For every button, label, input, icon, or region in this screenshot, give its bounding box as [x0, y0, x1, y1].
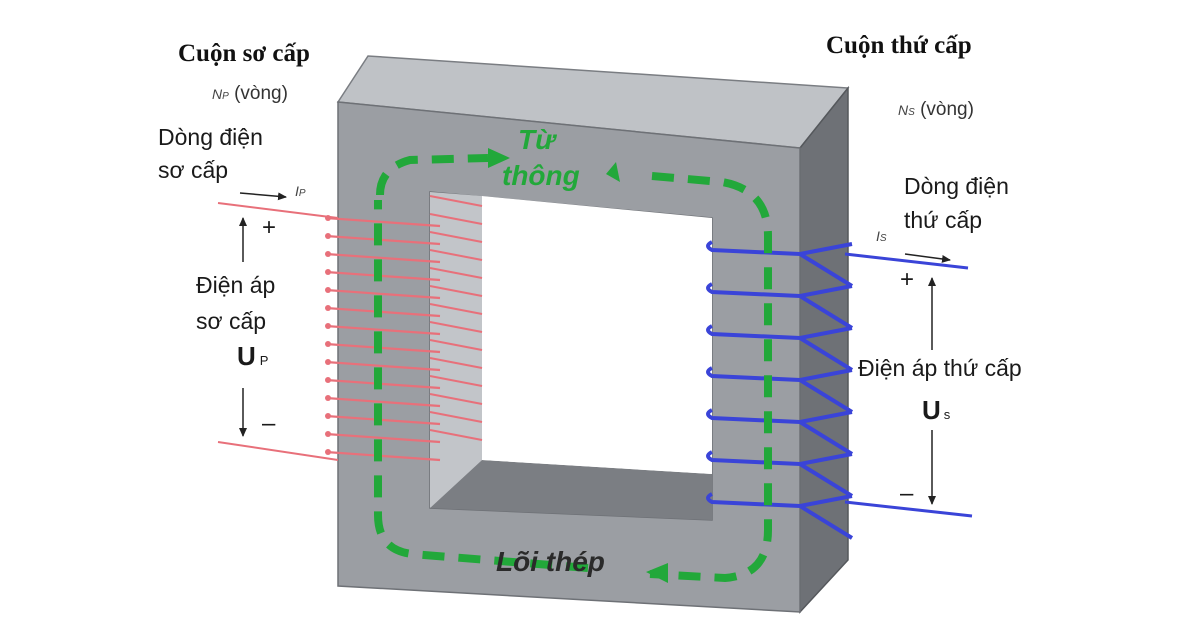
secondary-winding-turn: [706, 492, 854, 540]
primary-winding: [325, 195, 483, 462]
secondary-coil-title: Cuộn thứ cấp: [826, 32, 972, 59]
secondary-winding-turn: [706, 408, 854, 456]
primary-coil-title: Cuộn sơ cấp: [178, 40, 310, 67]
primary-minus-sign: –: [262, 410, 276, 437]
primary-winding-turn: [325, 378, 441, 390]
primary-winding-back-turn: [429, 411, 483, 423]
secondary-current-symbol: IS: [876, 228, 887, 244]
secondary-voltage-label: Điện áp thứ cấp: [858, 355, 1022, 381]
secondary-winding-turn: [706, 324, 854, 372]
primary-lead-bottom: [217, 441, 339, 461]
primary-winding-turn: [325, 450, 441, 462]
primary-winding-turn: [325, 360, 441, 372]
secondary-current-label-2: thứ cấp: [904, 207, 983, 233]
primary-winding-back-turn: [429, 429, 483, 441]
primary-winding-edge: [325, 269, 331, 275]
secondary-minus-sign: –: [900, 480, 914, 507]
primary-winding-turn: [325, 432, 441, 444]
primary-turns: NP (vòng): [212, 83, 288, 104]
primary-winding-edge: [325, 323, 331, 329]
primary-current-symbol: IP: [295, 183, 306, 199]
flux-arrow-bottom: [646, 563, 668, 583]
primary-winding-turn: [325, 324, 441, 336]
primary-winding-turn: [325, 252, 441, 264]
secondary-current-label-1: Dòng điện: [904, 173, 1009, 199]
primary-winding-edge: [325, 377, 331, 383]
primary-winding-back-turn: [429, 375, 483, 387]
flux-label-line-2: thông: [502, 160, 580, 191]
flux-label-line-1: Từ: [518, 124, 556, 155]
primary-lead-top: [217, 202, 339, 219]
primary-winding-edge: [325, 305, 331, 311]
primary-winding-turn: [325, 306, 441, 318]
primary-winding-back-turn: [429, 195, 483, 207]
secondary-winding-turn: [706, 450, 854, 498]
primary-current-label-1: Dòng điện: [158, 124, 263, 150]
primary-voltage-label-1: Điện áp: [196, 272, 276, 298]
primary-winding-edge: [325, 449, 331, 455]
primary-winding-back-turn: [429, 267, 483, 279]
primary-winding-turn: [325, 216, 441, 228]
primary-winding-edge: [325, 395, 331, 401]
window-inner-bottom: [430, 460, 712, 520]
primary-current-arrow: [239, 192, 287, 201]
primary-current-label-2: sơ cấp: [158, 157, 229, 183]
primary-winding-back-turn: [429, 393, 483, 405]
primary-winding-edge: [325, 431, 331, 437]
secondary-lead-top: [844, 252, 969, 270]
primary-winding-turn: [325, 270, 441, 282]
primary-winding-back-turn: [429, 231, 483, 243]
primary-winding-turn: [325, 414, 441, 426]
secondary-turns: NS (vòng): [898, 99, 974, 120]
primary-winding-turn: [325, 288, 441, 300]
primary-voltage-label-2: sơ cấp: [196, 308, 267, 334]
flux-path-main: [374, 172, 772, 583]
secondary-lead-bottom: [844, 500, 973, 518]
secondary-plus-sign: +: [900, 266, 915, 293]
primary-winding-back-turn: [429, 285, 483, 297]
primary-plus-sign: +: [262, 214, 277, 241]
secondary-winding: [706, 240, 854, 540]
primary-winding-back-turn: [429, 339, 483, 351]
flux-arrow-top: [488, 148, 510, 168]
primary-winding-edge: [325, 233, 331, 239]
primary-winding-back-turn: [429, 249, 483, 261]
secondary-winding-turn: [706, 240, 854, 288]
primary-winding-edge: [325, 251, 331, 257]
secondary-winding-turn: [706, 282, 854, 330]
primary-winding-turn: [325, 396, 441, 408]
primary-winding-back-turn: [429, 321, 483, 333]
flux-arrow-marker: [606, 162, 620, 182]
core-label: Lõi thép: [496, 546, 605, 577]
primary-winding-edge: [325, 413, 331, 419]
flux-path: [376, 154, 489, 196]
primary-winding-edge: [325, 287, 331, 293]
primary-winding-turn: [325, 234, 441, 246]
primary-winding-edge: [325, 359, 331, 365]
primary-winding-back-turn: [429, 357, 483, 369]
secondary-winding-turn: [706, 366, 854, 414]
window-opening: [482, 196, 712, 474]
primary-winding-edge: [325, 341, 331, 347]
primary-winding-turn: [325, 342, 441, 354]
primary-winding-back-turn: [429, 303, 483, 315]
secondary-current-arrow: [904, 253, 951, 263]
primary-winding-back-turn: [429, 213, 483, 225]
